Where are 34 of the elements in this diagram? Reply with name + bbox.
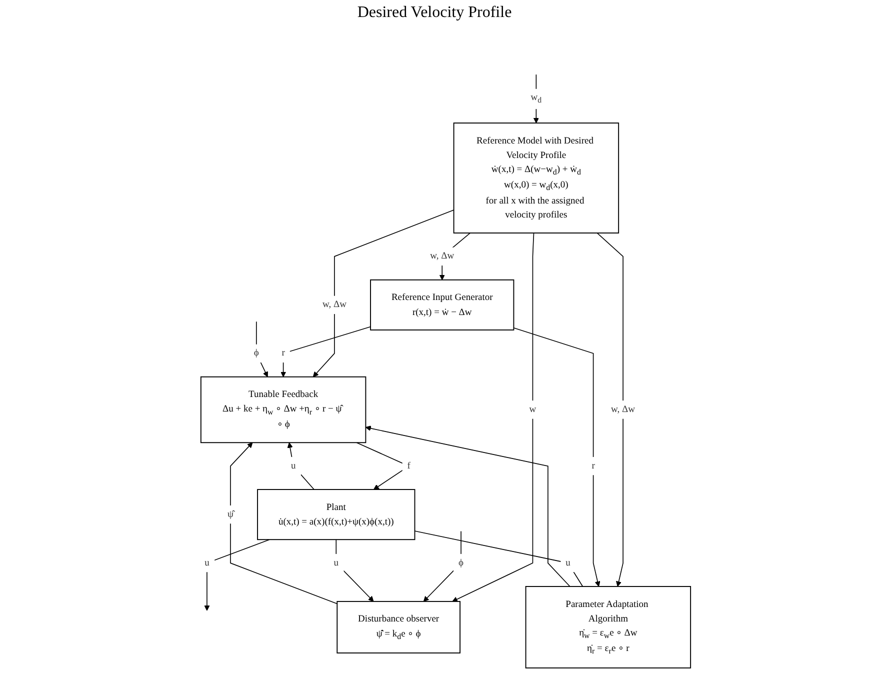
edge-label: r bbox=[282, 348, 285, 358]
node-box: Disturbance observer ψ̂̇ = k$_{d}$e ∘ ϕ bbox=[336, 600, 460, 654]
arrow bbox=[533, 74, 539, 124]
diagram-label: Desired Velocity Profile bbox=[357, 4, 512, 21]
node-box: Reference Model with Desired Velocity Profile ẇ(x,t) = Δ(w−w$_{d}$) + ẇ$_{d}$ w(x,0) = w$_{d}$(x,0) for all x with the assigned velocity profiles bbox=[453, 122, 620, 234]
edge-label: ϕ bbox=[254, 348, 259, 358]
edge-label: ϕ bbox=[458, 558, 464, 568]
arrow bbox=[596, 232, 624, 587]
edge-label: u bbox=[290, 460, 296, 471]
arrow bbox=[513, 327, 600, 587]
edge-label: w, Δw bbox=[611, 404, 636, 414]
arrow bbox=[280, 326, 371, 378]
edge-label: r bbox=[592, 460, 595, 471]
arrow bbox=[204, 539, 270, 611]
node-box: Plant u̇(x,t) = a(x)(f(x,t)+ψ(x)ϕ(x,t)) bbox=[257, 489, 416, 540]
node-box: Reference Input Generator r(x,t) = ẇ − Δw bbox=[370, 279, 514, 330]
edge-label: u bbox=[334, 558, 339, 568]
arrow bbox=[365, 426, 570, 587]
arrow bbox=[336, 539, 374, 602]
arrow bbox=[312, 210, 454, 378]
arrow bbox=[452, 232, 534, 602]
edge-label: w bbox=[529, 404, 536, 414]
edge-label: u bbox=[204, 558, 210, 568]
edge-label: w, Δw bbox=[322, 300, 346, 310]
edge-label: f bbox=[407, 460, 410, 471]
edge-label: w$_{d}$ bbox=[530, 92, 542, 105]
arrow bbox=[423, 530, 462, 602]
edge-label: u bbox=[566, 558, 570, 568]
node-box: Tunable Feedback Δu + ke + η$_{w}$ ∘ Δw +η$_{r}$ ∘ r − ψ̂ ∘ ϕ bbox=[200, 376, 366, 444]
edge-label: ψ̂ bbox=[227, 509, 234, 520]
node-box: Parameter Adaptation Algorithm η̇$_{w}$ = ε$_{w}$e ∘ Δw η̇$_{r}$ = ε$_{r}$e ∘ r bbox=[525, 586, 692, 668]
edge-label: w, Δw bbox=[430, 251, 454, 262]
connector bbox=[414, 530, 584, 587]
arrow bbox=[230, 442, 338, 604]
